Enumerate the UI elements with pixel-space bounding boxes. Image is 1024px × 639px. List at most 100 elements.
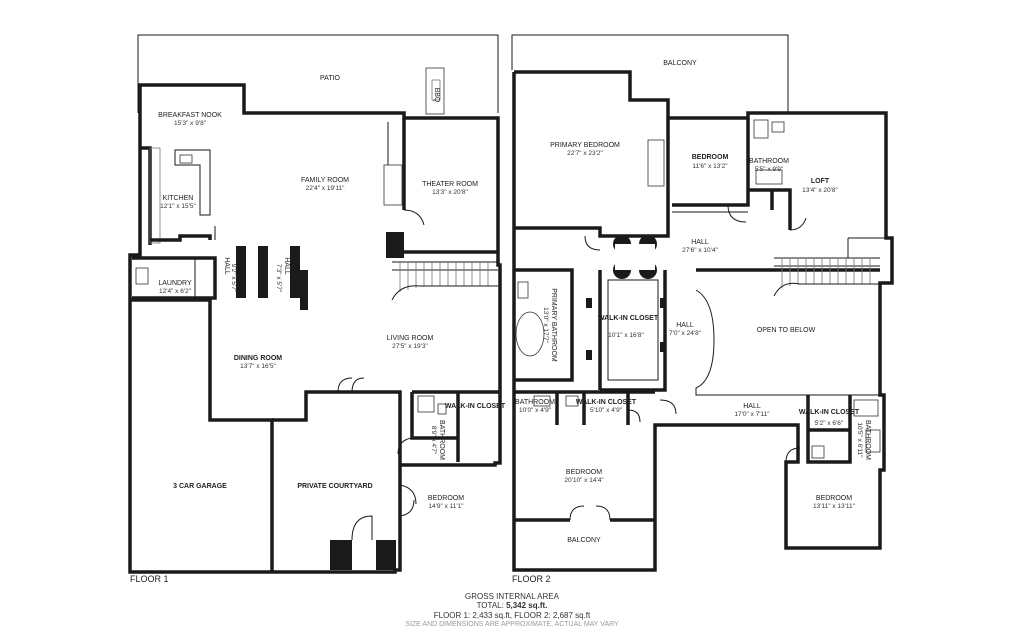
closet-b-door (627, 409, 641, 423)
label-bedroom-c: BEDROOM (816, 495, 852, 502)
gross-area-heading: GROSS INTERNAL AREA (465, 592, 559, 601)
label-theater-room: THEATER ROOM (422, 181, 478, 188)
dims-primary-bathroom: 13'0" x 17'7" (542, 307, 549, 343)
label-bedroom: BEDROOM (428, 495, 464, 502)
washer-icon (135, 267, 149, 285)
bedroom-a-door (727, 204, 747, 223)
label-hall-top: HALL (691, 239, 709, 246)
dims-bathroom-a: 5'5" x 9'9" (755, 166, 784, 173)
dims-breakfast-nook: 15'3" x 9'8" (174, 120, 207, 127)
dims-kitchen: 12'1" x 15'5" (160, 203, 196, 210)
label-primary-bathroom: PRIMARY BATHROOM (550, 288, 557, 362)
pier-d (660, 342, 666, 352)
dims-bathroom-b: 10'0" x 4'9" (519, 407, 552, 414)
label-walk-in-closet-b: WALK-IN CLOSET (576, 399, 637, 406)
hall-arch-void (615, 244, 655, 270)
label-bbq: BBQ (433, 88, 440, 103)
label-bathroom-a: BATHROOM (749, 158, 789, 165)
dims-hall-mid: 7'0" x 24'8" (669, 330, 702, 337)
label-dining-room: DINING ROOM (234, 355, 282, 362)
total-label: TOTAL: (476, 601, 504, 610)
floor2-label: FLOOR 2 (512, 574, 551, 584)
gross-area-total: TOTAL: 5,342 sq.ft. (0, 601, 1024, 610)
label-bathroom-c: BATHROOM (864, 420, 871, 460)
bedroom-doors (399, 484, 417, 517)
floor2-labels: BALCONY PRIMARY BEDROOM 22'7" x 23'2" BE… (512, 60, 871, 584)
lower-bath-walls (514, 390, 655, 425)
dims-hall-bottom: 17'0" x 7'11" (734, 411, 770, 418)
label-hall-mid: HALL (676, 322, 694, 329)
balcony-top-outline (511, 34, 789, 113)
theater-door-swing (403, 209, 425, 226)
dims-hall-b: 7'3" x 5'7" (275, 264, 282, 293)
hall-door-swing (659, 399, 677, 415)
kitchen-island (174, 149, 211, 216)
total-value: 5,342 sq.ft. (506, 601, 548, 610)
disclaimer: SIZE AND DIMENSIONS ARE APPROXIMATE, ACT… (405, 621, 619, 628)
toilet-icon-upper (771, 121, 785, 133)
dims-bedroom-c: 13'11" x 13'11" (813, 503, 856, 510)
floor1-exterior-walls (128, 83, 502, 574)
dims-living-room: 27'5" x 19'3" (392, 343, 428, 350)
entry-pier-left (330, 540, 352, 570)
vanity-icon (755, 169, 783, 185)
bath-door-swing (397, 437, 413, 455)
kitchen-south-wall (150, 234, 212, 242)
label-family-room: FAMILY ROOM (301, 177, 349, 184)
dims-bedroom-a: 11'6" x 13'2" (692, 163, 728, 170)
floor1-label: FLOOR 1 (130, 574, 169, 584)
hall-pier-mid (258, 246, 268, 298)
floor1-plan (128, 34, 502, 574)
label-garage: 3 CAR GARAGE (173, 483, 227, 490)
bbq-counter (425, 67, 445, 115)
dims-walk-in-closet-main: 10'1" x 16'8" (608, 332, 644, 339)
dims-bedroom-b: 20'10" x 14'4" (564, 477, 604, 484)
label-hall-a: HALL (223, 257, 230, 275)
floor2-stairs (773, 237, 892, 297)
theater-pier (386, 232, 404, 258)
label-bedroom-a: BEDROOM (692, 154, 729, 161)
tub-lower (533, 395, 551, 407)
label-patio: PATIO (320, 75, 341, 82)
floor2-plan (511, 34, 894, 572)
label-balcony-top: BALCONY (663, 60, 697, 67)
label-bathroom: BATHROOM (438, 420, 445, 460)
dims-dining-room: 13'7" x 16'5" (240, 363, 276, 370)
courtyard-walls (272, 390, 402, 465)
closet-island (607, 279, 659, 381)
sink-lower (565, 395, 579, 407)
label-balcony-bottom: BALCONY (567, 537, 601, 544)
bathtub-icon (753, 119, 769, 139)
label-breakfast-nook: BREAKFAST NOOK (158, 112, 222, 119)
sink-icon (179, 154, 193, 164)
entry-door-swing (351, 515, 373, 541)
dims-laundry: 12'4" x 6'2" (159, 288, 192, 295)
entry-pier-right (376, 540, 396, 570)
label-walk-in-closet-main: WALK-IN CLOSET (598, 315, 659, 322)
label-loft: LOFT (811, 178, 830, 185)
pier-b (586, 350, 592, 360)
label-walk-in-closet-c: WALK-IN CLOSET (799, 409, 860, 416)
shower-icon (517, 281, 529, 299)
open-below-railing (695, 289, 880, 396)
dims-bathroom: 8'9" x 4'7" (430, 426, 437, 455)
bathtub-oval (515, 311, 545, 357)
toilet-icon (417, 395, 435, 413)
label-courtyard: PRIVATE COURTYARD (297, 483, 372, 490)
primary-fireplace (647, 139, 665, 187)
pier-c (660, 298, 666, 308)
kitchen-counter-west (149, 147, 161, 244)
label-primary-bedroom: PRIMARY BEDROOM (550, 142, 620, 149)
toilet-right (811, 445, 825, 459)
label-bathroom-b: BATHROOM (515, 399, 555, 406)
label-hall-b: HALL (283, 257, 290, 275)
label-living-room: LIVING ROOM (387, 335, 434, 342)
dims-loft: 13'4" x 20'8" (802, 187, 838, 194)
pier-a (586, 298, 592, 308)
dims-primary-bedroom: 22'7" x 23'2" (567, 150, 603, 157)
loft-door (789, 217, 807, 231)
floor1-stairs (391, 261, 498, 301)
bedroom-b-french-doors (569, 505, 611, 521)
dims-family-room: 22'4" x 19'11" (306, 185, 345, 192)
